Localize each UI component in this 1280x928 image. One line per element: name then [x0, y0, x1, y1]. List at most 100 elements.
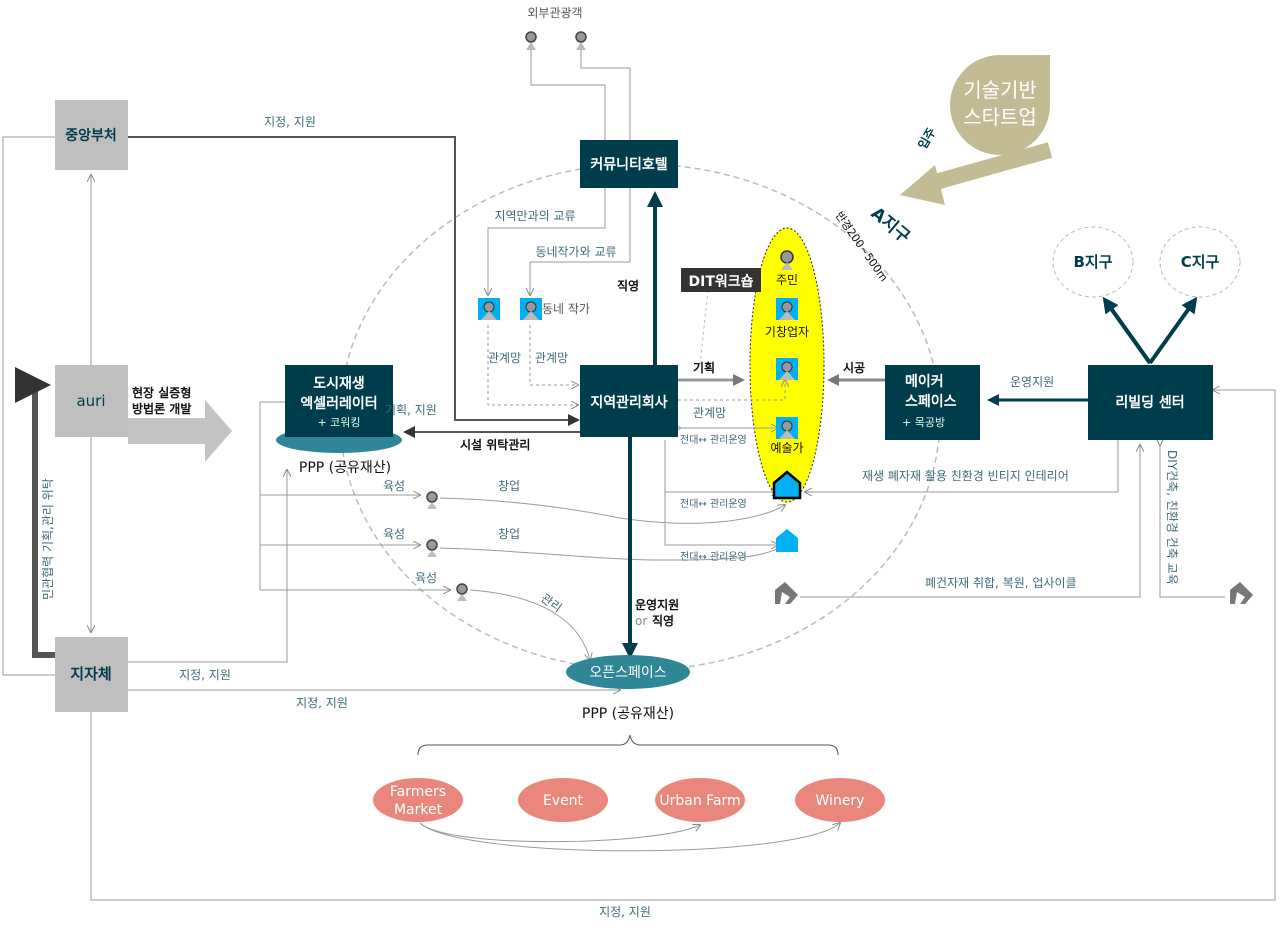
edge-label: 지정, 지원: [264, 115, 316, 129]
district-a-label: A지구: [867, 204, 914, 248]
edge-label: 전대↔ 관리운영: [680, 434, 747, 446]
svg-text:도시재생: 도시재생: [313, 376, 365, 392]
move-in-label: 입주: [915, 125, 938, 151]
connector: [259, 401, 285, 590]
svg-text:Urban Farm: Urban Farm: [659, 793, 740, 809]
svg-text:Farmers: Farmers: [390, 784, 446, 800]
edge-label: 폐건자재 취합, 복원, 업사이클: [925, 576, 1077, 590]
house-icon: [772, 470, 802, 500]
edge-label: 육성: [415, 571, 437, 585]
person-icon: [426, 539, 438, 557]
program-winery[interactable]: Winery: [795, 778, 885, 822]
svg-text:+ 코워킹: + 코워킹: [317, 416, 360, 429]
svg-text:커뮤니티호텔: 커뮤니티호텔: [590, 157, 667, 173]
svg-text:메이커: 메이커: [905, 373, 944, 390]
artist-icon: [776, 417, 798, 439]
edge-label: 기획: [693, 360, 715, 375]
edge-label: 창업: [498, 527, 520, 541]
resident-icon: [780, 250, 794, 270]
edge-label: 지역만과의 교류: [494, 209, 575, 223]
connector: [90, 390, 1276, 901]
person-icon: [478, 298, 500, 320]
founder-icon: [776, 298, 798, 320]
open-space-node[interactable]: 오픈스페이스: [566, 655, 690, 689]
central-gov-node[interactable]: 중앙부처: [55, 100, 128, 170]
edge-label: 지정, 지원: [179, 668, 231, 682]
edge-label: 지정, 지원: [599, 905, 651, 919]
connector: [2, 136, 55, 676]
local-mgmt-node[interactable]: 지역관리회사: [580, 365, 678, 437]
edge-label: 방법론 개발: [132, 401, 191, 416]
artist-label: 예술가: [770, 441, 803, 455]
svg-text:리빌딩 센터: 리빌딩 센터: [1115, 394, 1184, 411]
person-icon: [520, 298, 542, 320]
startup-label: 기술기반: [963, 78, 1037, 102]
svg-text:C지구: C지구: [1181, 253, 1220, 271]
district-b-node[interactable]: B지구: [1052, 226, 1134, 298]
auri-node[interactable]: auri: [55, 365, 128, 437]
edge-label: 관계망: [488, 351, 521, 365]
rebuilding-center-node[interactable]: 리빌딩 센터: [1088, 365, 1213, 440]
svg-text:지자체: 지자체: [70, 665, 111, 683]
edge-label: 직영: [617, 278, 639, 293]
person-icon: [456, 583, 468, 601]
auri-arrow: [128, 400, 232, 462]
local-gov-node[interactable]: 지자체: [55, 637, 128, 712]
svg-text:엑셀러레이터: 엑셀러레이터: [300, 395, 377, 412]
district-c-node[interactable]: C지구: [1159, 226, 1241, 298]
edge-label: 동네작가와 교류: [535, 245, 616, 259]
edge-label: 기획, 지원: [385, 403, 437, 417]
startup-label: 스타트업: [963, 105, 1037, 129]
startup-leaf: [950, 55, 1050, 155]
edge-label: 운영지원: [1010, 375, 1054, 389]
tourists-label: 외부관광객: [527, 6, 582, 20]
person-icon: [776, 358, 798, 380]
house-icon: [776, 529, 798, 552]
rebuild-logo-icon: [775, 582, 798, 604]
edge-label: 재생 폐자재 활용 친환경 빈티지 인테리어: [862, 469, 1069, 483]
rebuild-logo-icon: [1230, 582, 1253, 604]
edge-label: DIY건축, 친환경 건축 교육: [1165, 450, 1179, 585]
edge-label: 민관협력 기획,관리 위탁: [41, 478, 55, 600]
dit-workshop-badge: DIT워크숍: [681, 268, 761, 292]
ppp-label: PPP (공유재산): [299, 460, 391, 476]
edge-label: 시공: [843, 361, 865, 375]
svg-text:오픈스페이스: 오픈스페이스: [589, 665, 666, 681]
edge-label: or: [635, 614, 647, 628]
edge-label: 육성: [383, 527, 405, 541]
brace: [417, 734, 839, 756]
edge-label: 전대↔ 관리운영: [680, 551, 747, 563]
svg-text:+ 목공방: + 목공방: [902, 416, 945, 429]
edge-label: 지정, 지원: [296, 696, 348, 710]
edge-label: 시설 위탁관리: [460, 437, 530, 452]
edge-label: 전대↔ 관리운영: [680, 498, 747, 510]
edge-label: 직영: [652, 613, 674, 628]
maker-space-node[interactable]: 메이커 스페이스 + 목공방: [885, 365, 980, 440]
svg-text:DIT워크숍: DIT워크숍: [688, 274, 753, 290]
edge-label: 육성: [383, 479, 405, 493]
connector: [128, 136, 580, 426]
connector: [128, 470, 287, 663]
person-icon: [525, 31, 537, 50]
edge-label: 운영지원: [635, 597, 679, 612]
community-hotel-node[interactable]: 커뮤니티호텔: [580, 140, 678, 188]
founder-label: 기창업자: [765, 325, 809, 339]
program-urban-farm[interactable]: Urban Farm: [655, 778, 745, 822]
ppp-label: PPP (공유재산): [582, 706, 674, 722]
svg-text:auri: auri: [76, 392, 105, 410]
resident-label: 주민: [776, 273, 798, 287]
edge-label: 창업: [498, 479, 520, 493]
edge-label: 관계망: [535, 351, 568, 365]
edge-label: 현장 실증형: [132, 385, 191, 400]
local-artist-label: 동네 작가: [542, 302, 590, 316]
svg-text:Market: Market: [394, 802, 443, 818]
edge-label: 관리: [538, 591, 564, 615]
svg-text:중앙부처: 중앙부처: [65, 127, 117, 144]
svg-text:스페이스: 스페이스: [905, 393, 957, 410]
feedback-arrow: [15, 367, 55, 658]
program-event[interactable]: Event: [518, 778, 608, 822]
accelerator-node[interactable]: 도시재생 엑셀러레이터 + 코워킹: [276, 365, 402, 453]
svg-text:B지구: B지구: [1073, 253, 1112, 271]
